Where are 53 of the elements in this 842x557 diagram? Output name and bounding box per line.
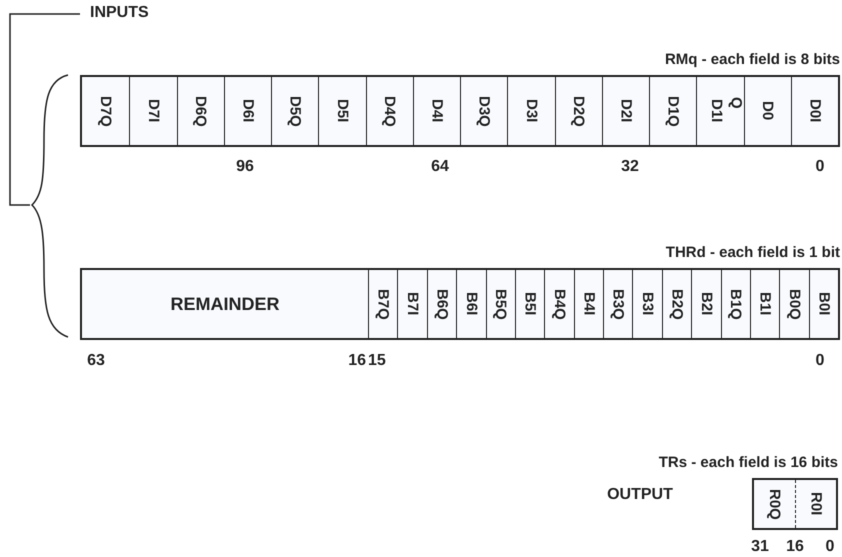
field-name: B7I — [405, 292, 420, 316]
register-title: RMq - each field is 8 bits — [664, 51, 840, 68]
field-name: D7I — [146, 99, 161, 123]
field-name: D1Q — [666, 96, 681, 126]
field-name: B2Q — [669, 288, 684, 320]
field-name: B4I — [581, 292, 596, 316]
field-name: B0I — [816, 292, 832, 316]
bit-number: 16 — [348, 352, 366, 370]
field-name: D4Q — [382, 96, 398, 126]
field-name: D6Q — [193, 96, 208, 126]
bit-number: 15 — [368, 352, 386, 370]
bit-number: 96 — [236, 158, 254, 176]
field-name: D0 — [760, 101, 776, 121]
bit-number: 64 — [431, 158, 449, 176]
bit-number: 0 — [826, 538, 834, 556]
bit-number: 32 — [621, 158, 639, 176]
field-name: D6I — [240, 99, 256, 123]
field-name: D4I — [429, 99, 444, 123]
section-label: OUTPUT — [607, 486, 673, 504]
register-title: THRd - each field is 1 bit — [666, 244, 840, 261]
bit-number: 0 — [816, 158, 824, 176]
field-name: D2Q — [571, 96, 586, 126]
register-title: TRs - each field is 16 bits — [658, 454, 838, 471]
field-name: B5I — [522, 292, 538, 316]
field-name: B1I — [758, 292, 773, 316]
field-name: B0Q — [786, 288, 802, 320]
field-name: R0Q — [767, 488, 782, 520]
field-name: B2I — [698, 292, 714, 316]
field-name: B1Q — [728, 288, 744, 320]
field-name: D5Q — [288, 96, 303, 126]
section-label: INPUTS — [90, 4, 149, 22]
field-name: D3I — [524, 99, 539, 123]
field-name: R0I — [808, 492, 824, 516]
field-name: B6Q — [434, 288, 450, 320]
field-name: REMAINDER — [170, 294, 280, 314]
field-name: D7Q — [98, 96, 114, 126]
field-name: Q — [728, 97, 744, 109]
bit-number: 31 — [751, 538, 769, 556]
field-name: B6I — [464, 292, 479, 316]
bit-field — [696, 77, 744, 145]
field-name: D2I — [618, 99, 634, 123]
field-name: D3Q — [476, 96, 492, 126]
field-name: B3I — [640, 292, 656, 316]
bit-number: 16 — [786, 538, 804, 556]
field-name: B5Q — [493, 288, 508, 320]
field-name: B3Q — [610, 288, 626, 320]
field-name: D1I — [708, 99, 724, 123]
field-name: B7Q — [376, 288, 391, 320]
bit-number: 63 — [87, 352, 105, 370]
field-name: D5I — [334, 99, 350, 123]
field-name: D0I — [807, 99, 822, 123]
field-name: B4Q — [552, 288, 567, 320]
bit-number: 0 — [816, 352, 824, 370]
